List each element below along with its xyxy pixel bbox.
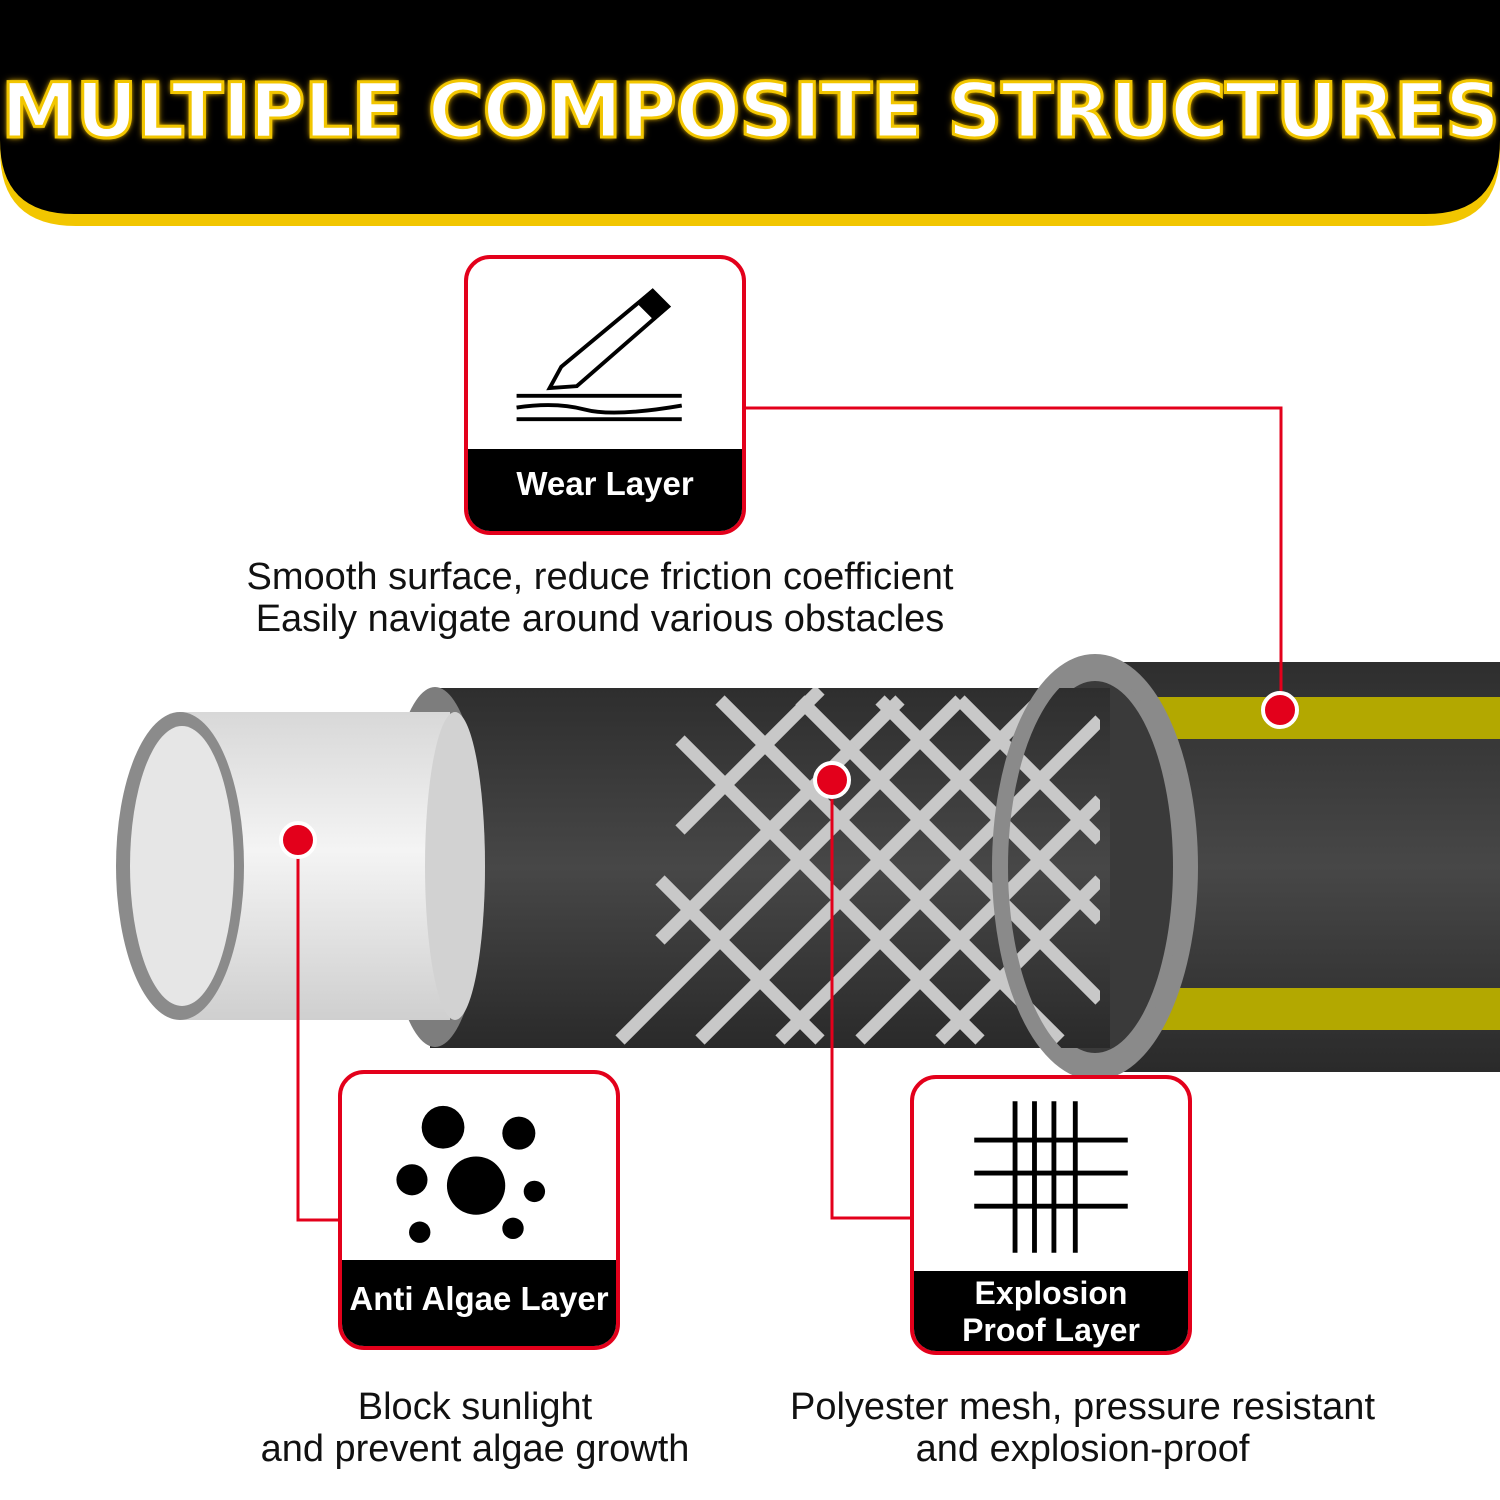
anti-algae-layer-card: Anti Algae Layer — [338, 1070, 620, 1350]
anti-algae-description-line-2: and prevent algae growth — [260, 1428, 690, 1470]
title-banner — [0, 0, 1500, 226]
explosion-proof-description-line-1: Polyester mesh, pressure resistant — [789, 1386, 1375, 1428]
wear-description-line-2: Easily navigate around various obstacles — [255, 598, 945, 640]
anti-algae-layer-description: Block sunlight and prevent algae growth — [220, 1386, 730, 1470]
wear-description-line-1: Smooth surface, reduce friction coeffici… — [246, 556, 954, 598]
mesh-grid-icon — [974, 1101, 1128, 1253]
mesh-reinforcement-layer — [385, 654, 1198, 1080]
wear-layer-label: Wear Layer — [468, 449, 742, 531]
explosion-proof-label-line-1: Explosion — [974, 1275, 1128, 1311]
banner-title: MULTIPLE COMPOSITE STRUCTURES — [0, 65, 1500, 157]
connector-lines — [296, 406, 1283, 1222]
wear-layer-card: Wear Layer — [464, 255, 746, 535]
anti-algae-description-line-1: Block sunlight — [357, 1386, 593, 1428]
dots-cluster-icon — [396, 1105, 546, 1243]
inner-tube-layer — [116, 712, 485, 1020]
marker-anti-algae — [279, 821, 317, 859]
blade-scraping-surface-icon — [516, 288, 683, 422]
marker-explosion-proof — [813, 761, 851, 799]
wear-layer-description: Smooth surface, reduce friction coeffici… — [170, 556, 1030, 640]
explosion-proof-description-line-2: and explosion-proof — [915, 1428, 1250, 1470]
anti-algae-layer-label: Anti Algae Layer — [342, 1260, 616, 1346]
explosion-proof-label-line-2: Proof Layer — [962, 1312, 1140, 1348]
marker-wear — [1261, 691, 1299, 729]
explosion-proof-layer-description: Polyester mesh, pressure resistant and e… — [735, 1386, 1430, 1470]
explosion-proof-layer-label: Explosion Proof Layer — [914, 1271, 1188, 1351]
explosion-proof-layer-card: Explosion Proof Layer — [910, 1075, 1192, 1355]
